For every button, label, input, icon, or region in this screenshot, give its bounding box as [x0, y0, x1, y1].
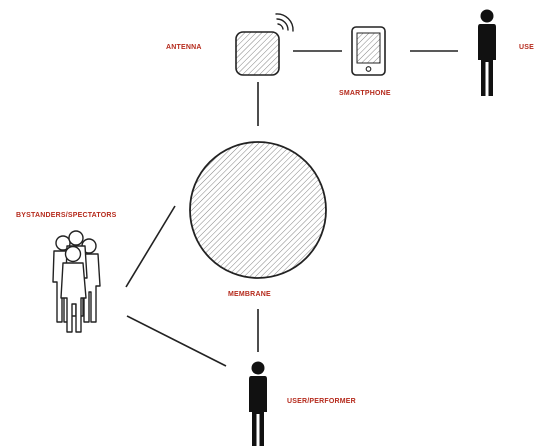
signal-waves-icon: [275, 13, 294, 32]
user-label: USE: [519, 44, 534, 51]
edge-bystanders-performer: [126, 315, 227, 367]
user-person-icon: [478, 9, 496, 96]
connection-lines: [125, 50, 458, 367]
performer-label: USER/PERFORMER: [287, 398, 356, 405]
spectator-figure-front: [60, 245, 87, 333]
smartphone-icon: [351, 26, 386, 76]
membrane-circle: [189, 141, 327, 279]
membrane-label: MEMBRANE: [228, 291, 271, 298]
bystanders-label: BYSTANDERS/SPECTATORS: [16, 212, 117, 219]
antenna-icon: [235, 13, 294, 76]
smartphone-label: SMARTPHONE: [339, 90, 391, 97]
antenna-label: ANTENNA: [166, 44, 202, 51]
edge-bystanders-membrane: [125, 205, 176, 288]
group-icon: [52, 230, 101, 333]
performer-person-icon: [249, 361, 267, 446]
